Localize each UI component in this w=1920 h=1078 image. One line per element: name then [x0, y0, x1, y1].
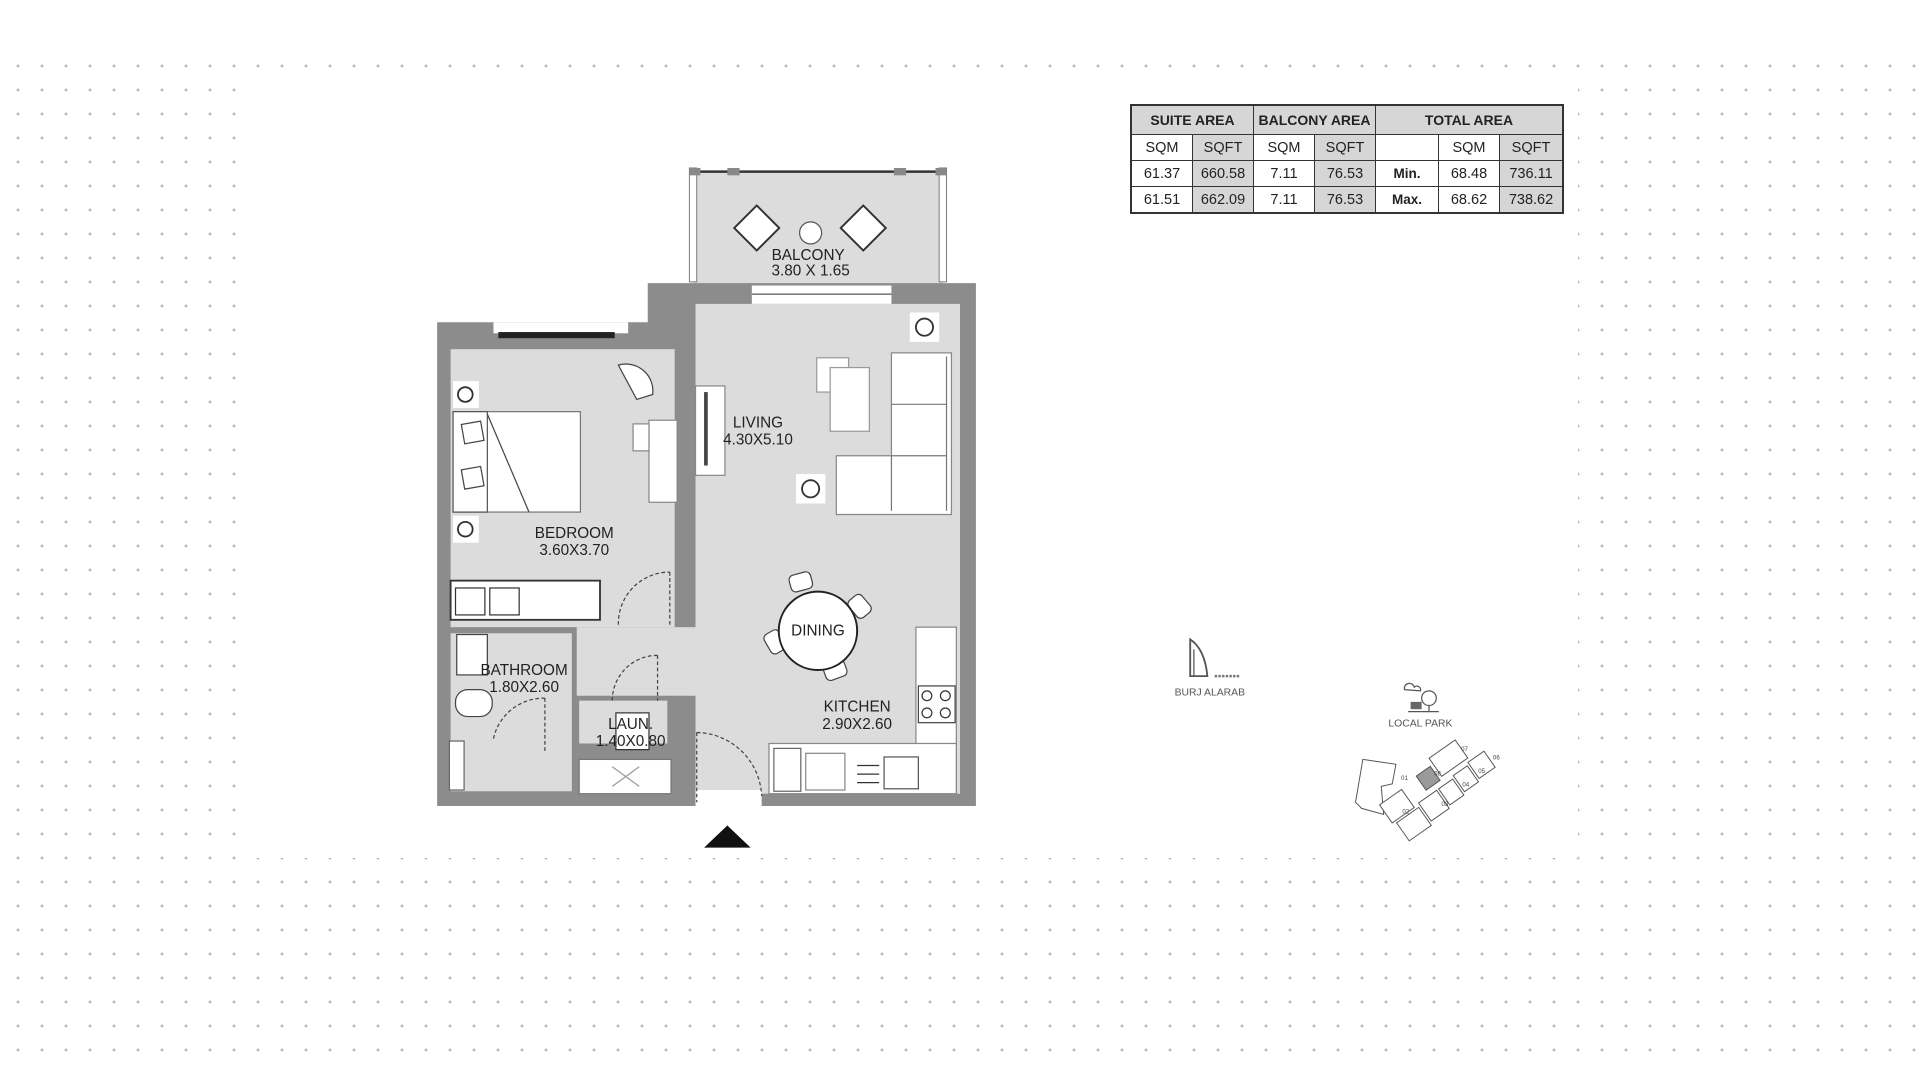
site-unit-02: 02 [1402, 808, 1409, 815]
balcony-sqft: 76.53 [1314, 186, 1376, 214]
burj-label: BURJ ALARAB [1175, 688, 1246, 699]
burj-al-arab-icon [1189, 637, 1240, 678]
kitchen-size: 2.90X2.60 [822, 716, 892, 733]
bedroom-door[interactable] [617, 571, 671, 625]
balcony-sqm: 7.11 [1253, 160, 1315, 187]
laundry-label: LAUN. [608, 716, 653, 733]
row-label: Min. [1375, 160, 1439, 187]
site-unit-03: 03 [1441, 801, 1448, 808]
site-unit-08: 08 [1434, 770, 1441, 777]
balcony-table-icon [798, 221, 823, 245]
site-unit-07: 07 [1461, 746, 1468, 753]
suite-sqm: 61.51 [1130, 186, 1193, 214]
total-sqft: 736.11 [1499, 160, 1564, 187]
balcony-sqm: 7.11 [1253, 186, 1315, 214]
wardrobe [449, 579, 601, 621]
area-table: SUITE AREA BALCONY AREA TOTAL AREA SQM S… [1130, 104, 1564, 214]
suite-area-header: SUITE AREA [1130, 104, 1254, 135]
laundry-size: 1.40X0.80 [596, 733, 666, 750]
floor-lamp-icon [909, 312, 940, 342]
entrance-arrow-icon [704, 825, 751, 848]
table-row: 61.51 662.09 7.11 76.53 Max. 68.62 738.6… [1130, 186, 1564, 214]
floor-lamp-icon [795, 474, 826, 504]
living-label: LIVING [733, 415, 783, 432]
balcony-chair-icon [732, 204, 781, 252]
tv-unit [694, 385, 726, 476]
area-table-units: SQM SQFT SQM SQFT SQM SQFT [1130, 134, 1564, 161]
unit-cell [1375, 134, 1439, 161]
laundry-door[interactable] [611, 654, 659, 701]
desk-chair [632, 423, 650, 452]
total-sqft: 738.62 [1499, 186, 1564, 214]
unit-cell: SQFT [1499, 134, 1564, 161]
park-icon [1403, 682, 1439, 713]
balcony-label: BALCONY [772, 247, 845, 264]
shower-icon [448, 740, 465, 791]
suite-sqft: 660.58 [1192, 160, 1254, 187]
row-label: Max. [1375, 186, 1439, 214]
bedroom-label: BEDROOM [535, 525, 614, 542]
dining-label: DINING [791, 623, 845, 640]
balcony-chair-icon [839, 204, 888, 252]
site-unit-04: 04 [1462, 781, 1469, 788]
total-area-header: TOTAL AREA [1375, 104, 1564, 135]
table-row: 61.37 660.58 7.11 76.53 Min. 68.48 736.1… [1130, 160, 1564, 187]
suite-sqft: 662.09 [1192, 186, 1254, 214]
unit-cell: SQM [1130, 134, 1193, 161]
dining-table: DINING [763, 571, 872, 682]
balcony-area-header: BALCONY AREA [1253, 104, 1376, 135]
bathroom-size: 1.80X2.60 [489, 679, 559, 696]
suite-sqm: 61.37 [1130, 160, 1193, 187]
unit-cell: SQFT [1314, 134, 1376, 161]
bedside-lamp-icon [453, 381, 479, 408]
bathroom-door[interactable] [492, 697, 546, 754]
balcony: BALCONY 3.80 X 1.65 [688, 167, 948, 285]
bed [452, 411, 582, 513]
total-sqm: 68.48 [1438, 160, 1500, 187]
site-unit-06: 06 [1493, 754, 1500, 761]
area-table-header: SUITE AREA BALCONY AREA TOTAL AREA [1130, 104, 1564, 135]
hallway-floor [576, 627, 700, 696]
site-unit-labels: 01 02 03 04 05 06 07 08 [1401, 746, 1500, 815]
living-size: 4.30X5.10 [723, 432, 793, 449]
site-plan [1354, 739, 1496, 842]
unit-cell: SQM [1438, 134, 1500, 161]
site-unit-01: 01 [1401, 775, 1408, 782]
unit-cell: SQM [1253, 134, 1315, 161]
cooktop-icon [917, 685, 956, 724]
balcony-sqft: 76.53 [1314, 160, 1376, 187]
desk [648, 419, 678, 503]
armchair-icon [617, 363, 654, 401]
total-sqm: 68.62 [1438, 186, 1500, 214]
entrance-door[interactable] [696, 731, 763, 803]
balcony-size: 3.80 X 1.65 [771, 263, 849, 280]
bedroom-size: 3.60X3.70 [539, 542, 609, 559]
unit-cell: SQFT [1192, 134, 1254, 161]
sink-icon [456, 633, 488, 676]
bedside-lamp-icon [453, 515, 479, 543]
sofa [835, 352, 953, 516]
park-label: LOCAL PARK [1388, 718, 1452, 729]
site-unit-05: 05 [1478, 768, 1485, 775]
toilet-icon [454, 689, 493, 718]
coffee-table [829, 366, 870, 432]
bathroom-label: BATHROOM [480, 662, 567, 679]
kitchen-label: KITCHEN [824, 699, 891, 716]
